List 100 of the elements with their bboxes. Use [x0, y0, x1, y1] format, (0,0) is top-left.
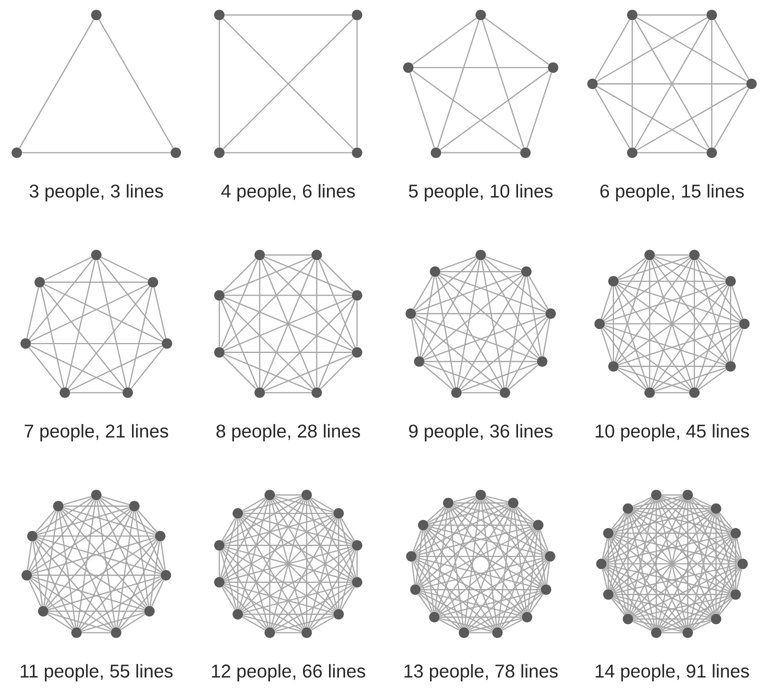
dot: [730, 528, 741, 538]
dot: [739, 318, 750, 330]
dot: [532, 520, 544, 530]
dot: [214, 290, 225, 301]
dot: [608, 276, 619, 287]
dot: [458, 627, 470, 638]
dot: [170, 147, 182, 158]
caption: 9 people, 36 lines: [409, 424, 552, 442]
crossing-lines: [613, 535, 731, 593]
crossing-lines: [618, 284, 727, 364]
caption: 14 people, 91 lines: [596, 664, 749, 682]
dot: [596, 558, 607, 570]
dot: [352, 577, 362, 588]
crossing-lines: [224, 296, 352, 351]
dot: [492, 627, 503, 638]
caption: 5 people, 10 lines: [408, 184, 552, 202]
dot: [333, 508, 344, 519]
dot: [264, 627, 275, 638]
caption: 13 people, 78 lines: [404, 664, 558, 682]
dot: [536, 356, 548, 367]
dot: [622, 503, 634, 514]
dot: [22, 570, 32, 580]
dot: [410, 584, 421, 595]
dot: [27, 530, 38, 542]
caption: 12 people, 66 lines: [212, 664, 366, 682]
dot: [60, 387, 70, 398]
dot: [746, 78, 757, 90]
dot: [154, 530, 166, 542]
dot: [603, 589, 614, 600]
dot: [122, 387, 133, 398]
dot: [214, 10, 225, 20]
dot: [475, 10, 486, 20]
dot: [475, 250, 486, 260]
caption: 7 people, 21 lines: [24, 424, 168, 442]
dot: [110, 627, 122, 638]
dot: [352, 10, 362, 20]
dot: [545, 308, 556, 319]
dot: [12, 147, 22, 158]
dot: [352, 290, 362, 301]
dot: [608, 361, 619, 372]
dot: [264, 490, 275, 500]
dot: [725, 276, 736, 287]
caption: 8 people, 28 lines: [216, 424, 360, 442]
dot: [160, 570, 172, 580]
dot: [34, 277, 45, 288]
dot: [651, 490, 662, 500]
dot: [644, 387, 655, 398]
dot: [442, 498, 454, 508]
dot: [418, 520, 428, 530]
dot: [403, 62, 414, 73]
dot: [689, 250, 700, 260]
dot: [430, 147, 442, 158]
crossing-lines: [224, 546, 352, 582]
dot: [548, 62, 558, 73]
dot: [710, 614, 722, 624]
dot: [627, 10, 638, 20]
crossing-lines: [222, 18, 354, 150]
dot: [254, 387, 265, 398]
dot: [689, 387, 700, 398]
dot: [91, 10, 102, 20]
dot: [214, 347, 225, 358]
dot: [144, 606, 155, 617]
caption: 10 people, 45 lines: [596, 424, 749, 442]
dot: [521, 266, 532, 277]
dot: [406, 551, 417, 562]
dot: [737, 558, 748, 570]
dot: [162, 338, 172, 349]
dot: [129, 500, 140, 512]
dot: [352, 147, 362, 158]
dot: [710, 503, 722, 514]
dot: [20, 338, 31, 349]
dot: [682, 490, 693, 500]
dot: [214, 540, 225, 551]
dot: [475, 490, 486, 500]
dot: [71, 627, 82, 638]
dot: [540, 584, 552, 595]
dot: [603, 528, 614, 538]
dot: [214, 147, 225, 158]
dot: [311, 387, 322, 398]
crossing-lines: [261, 260, 316, 388]
dot: [451, 387, 462, 398]
dot: [406, 308, 416, 319]
caption: 3 people, 3 lines: [30, 184, 163, 202]
crossing-lines: [270, 500, 306, 628]
dot: [430, 266, 440, 277]
crossing-lines: [656, 500, 688, 628]
crossing-lines: [650, 260, 694, 388]
dot: [352, 347, 362, 358]
dot: [414, 356, 424, 367]
dot: [333, 608, 344, 620]
dot: [301, 490, 312, 500]
dot: [91, 490, 102, 500]
dot: [91, 250, 102, 260]
dot: [682, 627, 693, 638]
dot: [706, 10, 717, 20]
dot: [622, 614, 634, 624]
dot: [651, 627, 662, 638]
dot: [38, 606, 48, 617]
dot: [594, 318, 605, 330]
dot: [53, 500, 64, 512]
